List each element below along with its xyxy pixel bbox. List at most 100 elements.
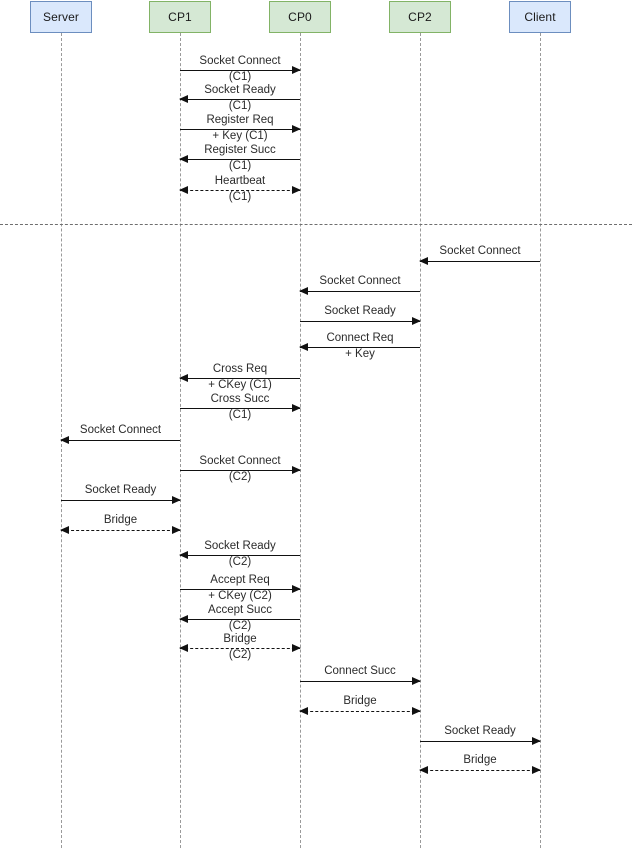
- arrowhead-right-icon: [292, 643, 301, 652]
- message-label-line2: (C2): [228, 471, 252, 483]
- message-label-line1: Socket Connect: [79, 424, 162, 436]
- message-label-line1: Socket Ready: [204, 540, 276, 552]
- message-label: Cross Req+ CKey (C1): [208, 362, 272, 391]
- message-line: [180, 470, 300, 471]
- message-label-line1: Accept Req: [210, 574, 270, 586]
- message-line: [180, 70, 300, 71]
- message-label: Bridge(C2): [220, 632, 260, 661]
- message-line: [61, 440, 180, 441]
- message-label-line2: + CKey (C1): [208, 379, 272, 391]
- message-label: Bridge: [460, 753, 500, 767]
- message-label-line1: Heartbeat: [214, 175, 266, 187]
- message-label-line1: Socket Connect: [439, 245, 521, 257]
- actor-header-server[interactable]: Server: [30, 1, 92, 33]
- message-label: Bridge: [340, 694, 380, 708]
- lifeline-cp2: [420, 33, 421, 848]
- arrowhead-right-icon: [292, 65, 301, 74]
- arrowhead-right-icon: [292, 124, 301, 133]
- message-label-line1: Socket Connect: [199, 55, 281, 67]
- message-label: Socket Connect: [316, 274, 404, 288]
- arrowhead-left-icon: [419, 765, 428, 774]
- message-label: Cross Succ (C1): [207, 392, 273, 421]
- message-label-line1: Accept Succ: [208, 604, 272, 616]
- arrowhead-left-icon: [179, 614, 188, 623]
- message-line: [420, 261, 540, 262]
- arrowhead-left-icon: [179, 643, 188, 652]
- message-label: Socket Ready: [441, 724, 519, 738]
- actor-header-cp1[interactable]: CP1: [149, 1, 211, 33]
- lifeline-cp1: [180, 33, 181, 848]
- actor-header-client[interactable]: Client: [509, 1, 571, 33]
- arrowhead-left-icon: [299, 286, 308, 295]
- message-line: [180, 378, 300, 379]
- arrowhead-right-icon: [412, 706, 421, 715]
- message-label-line1: Cross Succ: [210, 393, 270, 405]
- message-line: [300, 347, 420, 348]
- message-line: [300, 291, 420, 292]
- message-line: [180, 555, 300, 556]
- message-line: [61, 530, 180, 531]
- arrowhead-left-icon: [179, 94, 188, 103]
- arrowhead-right-icon: [412, 676, 421, 685]
- actor-label: CP1: [168, 10, 192, 24]
- message-label-line1: Bridge: [343, 695, 377, 707]
- message-line: [180, 408, 300, 409]
- arrowhead-left-icon: [179, 154, 188, 163]
- arrowhead-right-icon: [172, 525, 181, 534]
- message-label: Register Succ(C1): [201, 143, 279, 172]
- phase-divider-line: [0, 224, 632, 225]
- arrowhead-left-icon: [299, 706, 308, 715]
- message-label: Accept Succ (C2): [205, 603, 275, 632]
- message-line: [180, 159, 300, 160]
- message-label-line1: Socket Connect: [199, 455, 281, 467]
- message-label-line1: Socket Ready: [204, 84, 276, 96]
- message-label: Heartbeat (C1): [211, 174, 269, 203]
- arrowhead-left-icon: [419, 256, 428, 265]
- arrowhead-left-icon: [179, 550, 188, 559]
- message-label: Socket Connect: [436, 244, 524, 258]
- message-line: [180, 589, 300, 590]
- message-label: Socket Ready(C1): [201, 83, 279, 112]
- message-label: Accept Req + CKey (C2): [207, 573, 273, 602]
- arrowhead-left-icon: [179, 373, 188, 382]
- message-label-line1: Register Req: [206, 114, 274, 126]
- message-label: Socket Ready (C2): [201, 539, 279, 568]
- arrowhead-right-icon: [292, 584, 301, 593]
- lifeline-client: [540, 33, 541, 848]
- message-label-line1: Connect Req: [326, 332, 394, 344]
- message-line: [420, 770, 540, 771]
- message-label-line2: (C1): [228, 409, 252, 421]
- actor-label: CP0: [288, 10, 312, 24]
- arrowhead-right-icon: [172, 495, 181, 504]
- message-line: [61, 500, 180, 501]
- message-label: Bridge: [100, 513, 141, 527]
- message-line: [180, 648, 300, 649]
- message-label-line2: (C1): [228, 191, 252, 203]
- message-label: Register Req+ Key (C1): [203, 113, 277, 142]
- message-line: [180, 99, 300, 100]
- message-label-line1: Socket Connect: [319, 275, 401, 287]
- arrowhead-right-icon: [532, 765, 541, 774]
- arrowhead-right-icon: [532, 736, 541, 745]
- actor-header-cp0[interactable]: CP0: [269, 1, 331, 33]
- message-label: Connect Succ: [321, 664, 399, 678]
- arrowhead-left-icon: [299, 342, 308, 351]
- message-line: [420, 741, 540, 742]
- arrowhead-left-icon: [60, 435, 69, 444]
- message-label: Connect Req + Key: [323, 331, 397, 360]
- message-label-line2: (C2): [228, 620, 252, 632]
- message-label-line2: (C2): [228, 556, 252, 568]
- lifeline-cp0: [300, 33, 301, 848]
- message-line: [300, 321, 420, 322]
- message-label: Socket Ready: [81, 483, 160, 497]
- message-label: Socket Connect: [76, 423, 165, 437]
- message-label-line2: + CKey (C2): [208, 590, 272, 602]
- message-label-line2: + Key: [345, 348, 375, 360]
- message-label-line1: Connect Succ: [324, 665, 396, 677]
- arrowhead-left-icon: [179, 185, 188, 194]
- arrowhead-left-icon: [60, 525, 69, 534]
- message-label-line2: (C1): [228, 71, 252, 83]
- actor-header-cp2[interactable]: CP2: [389, 1, 451, 33]
- message-label-line1: Socket Ready: [84, 484, 157, 496]
